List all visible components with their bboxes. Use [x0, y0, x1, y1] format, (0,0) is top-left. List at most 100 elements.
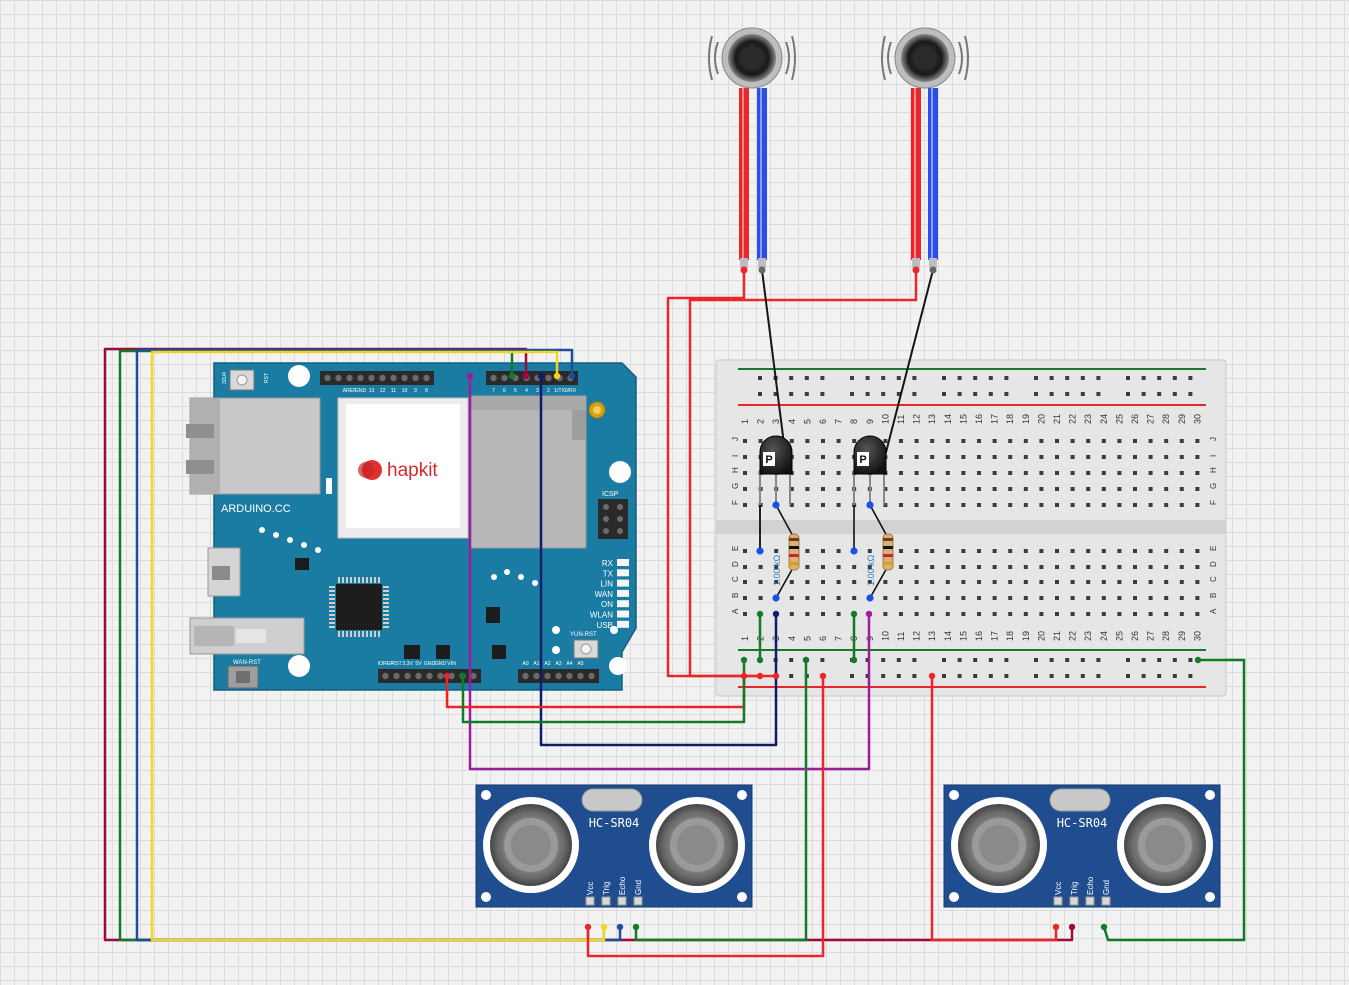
- breadboard-hole[interactable]: [821, 455, 825, 459]
- header-pin[interactable]: [390, 374, 397, 382]
- rail-hole[interactable]: [1004, 376, 1009, 380]
- rail-hole[interactable]: [1157, 376, 1162, 380]
- breadboard-hole[interactable]: [836, 455, 841, 459]
- breadboard-hole[interactable]: [1008, 612, 1013, 616]
- breadboard-hole[interactable]: [1055, 580, 1059, 584]
- breadboard-hole[interactable]: [883, 596, 888, 600]
- breadboard-hole[interactable]: [1164, 471, 1169, 475]
- rail-hole[interactable]: [1080, 658, 1085, 662]
- breadboard-hole[interactable]: [914, 596, 919, 600]
- breadboard-hole[interactable]: [852, 439, 857, 443]
- rail-hole[interactable]: [973, 674, 978, 678]
- breadboard-hole[interactable]: [945, 549, 950, 553]
- breadboard-hole[interactable]: [1133, 471, 1137, 475]
- rail-hole[interactable]: [1004, 658, 1009, 662]
- breadboard-hole[interactable]: [758, 596, 763, 600]
- rail-hole[interactable]: [1049, 674, 1054, 678]
- breadboard-hole[interactable]: [1117, 596, 1122, 600]
- rail-hole[interactable]: [912, 674, 917, 678]
- breadboard-hole[interactable]: [805, 487, 810, 491]
- wire-maroon[interactable]: [103, 347, 1074, 942]
- header-pin[interactable]: [566, 672, 573, 680]
- breadboard-hole[interactable]: [1070, 471, 1075, 475]
- rail-hole[interactable]: [1049, 376, 1054, 380]
- breadboard-hole[interactable]: [977, 471, 981, 475]
- breadboard-hole[interactable]: [899, 503, 903, 507]
- rail-hole[interactable]: [942, 376, 946, 380]
- breadboard-hole[interactable]: [867, 580, 872, 584]
- breadboard-hole[interactable]: [914, 503, 919, 507]
- wire-red-motor2[interactable]: [688, 268, 918, 678]
- breadboard-hole[interactable]: [1148, 549, 1153, 553]
- breadboard-hole[interactable]: [1039, 612, 1044, 616]
- breadboard-hole[interactable]: [774, 549, 779, 553]
- breadboard-hole[interactable]: [1023, 596, 1028, 600]
- header-pin[interactable]: [324, 374, 331, 382]
- breadboard-hole[interactable]: [930, 487, 935, 491]
- rail-hole[interactable]: [1034, 658, 1038, 662]
- breadboard-hole[interactable]: [1070, 596, 1075, 600]
- breadboard-hole[interactable]: [961, 471, 966, 475]
- header-pin[interactable]: [357, 374, 364, 382]
- rail-hole[interactable]: [865, 376, 870, 380]
- header-pin[interactable]: [393, 672, 400, 680]
- header-pin[interactable]: [490, 374, 497, 382]
- rail-hole[interactable]: [1004, 674, 1009, 678]
- breadboard-hole[interactable]: [1164, 455, 1169, 459]
- wire-green-sensor2[interactable]: [1102, 658, 1246, 942]
- breadboard-hole[interactable]: [883, 487, 888, 491]
- breadboard-hole[interactable]: [1086, 439, 1091, 443]
- rail-hole[interactable]: [896, 392, 901, 396]
- rail-hole[interactable]: [789, 658, 794, 662]
- header-pin[interactable]: [415, 672, 422, 680]
- rail-hole[interactable]: [957, 376, 962, 380]
- breadboard-hole[interactable]: [930, 580, 935, 584]
- breadboard-hole[interactable]: [945, 503, 950, 507]
- rail-hole[interactable]: [912, 376, 917, 380]
- breadboard-hole[interactable]: [914, 439, 919, 443]
- breadboard-hole[interactable]: [977, 596, 981, 600]
- breadboard-hole[interactable]: [992, 439, 997, 443]
- breadboard-hole[interactable]: [961, 565, 966, 569]
- breadboard-hole[interactable]: [1164, 549, 1169, 553]
- breadboard-hole[interactable]: [930, 439, 935, 443]
- rail-hole[interactable]: [988, 658, 993, 662]
- breadboard-hole[interactable]: [1117, 471, 1122, 475]
- breadboard-hole[interactable]: [821, 612, 825, 616]
- rail-hole[interactable]: [850, 376, 854, 380]
- breadboard-hole[interactable]: [743, 580, 747, 584]
- breadboard-hole[interactable]: [1039, 549, 1044, 553]
- breadboard-hole[interactable]: [1117, 439, 1122, 443]
- breadboard-hole[interactable]: [1101, 565, 1106, 569]
- breadboard-hole[interactable]: [1086, 596, 1091, 600]
- breadboard-hole[interactable]: [1008, 580, 1013, 584]
- breadboard-hole[interactable]: [945, 439, 950, 443]
- breadboard-hole[interactable]: [1164, 596, 1169, 600]
- breadboard-hole[interactable]: [1101, 612, 1106, 616]
- breadboard-hole[interactable]: [1117, 565, 1122, 569]
- breadboard-hole[interactable]: [1055, 471, 1059, 475]
- breadboard-hole[interactable]: [1101, 503, 1106, 507]
- breadboard-hole[interactable]: [1055, 612, 1059, 616]
- rail-hole[interactable]: [850, 392, 854, 396]
- breadboard-hole[interactable]: [1070, 612, 1075, 616]
- sensor-pin[interactable]: [585, 896, 595, 906]
- breadboard-hole[interactable]: [1164, 487, 1169, 491]
- breadboard-hole[interactable]: [992, 565, 997, 569]
- breadboard-hole[interactable]: [945, 596, 950, 600]
- breadboard-hole[interactable]: [789, 612, 794, 616]
- breadboard-hole[interactable]: [743, 549, 747, 553]
- breadboard-hole[interactable]: [930, 549, 935, 553]
- breadboard-hole[interactable]: [992, 549, 997, 553]
- wire-green-sensor1[interactable]: [634, 658, 808, 942]
- breadboard-hole[interactable]: [1008, 487, 1013, 491]
- breadboard-hole[interactable]: [1023, 580, 1028, 584]
- rail-hole[interactable]: [804, 376, 809, 380]
- header-pin[interactable]: [577, 672, 584, 680]
- breadboard-hole[interactable]: [883, 612, 888, 616]
- breadboard-hole[interactable]: [821, 487, 825, 491]
- rail-hole[interactable]: [758, 376, 762, 380]
- rail-hole[interactable]: [820, 376, 825, 380]
- header-pin[interactable]: [588, 672, 595, 680]
- breadboard-hole[interactable]: [774, 580, 779, 584]
